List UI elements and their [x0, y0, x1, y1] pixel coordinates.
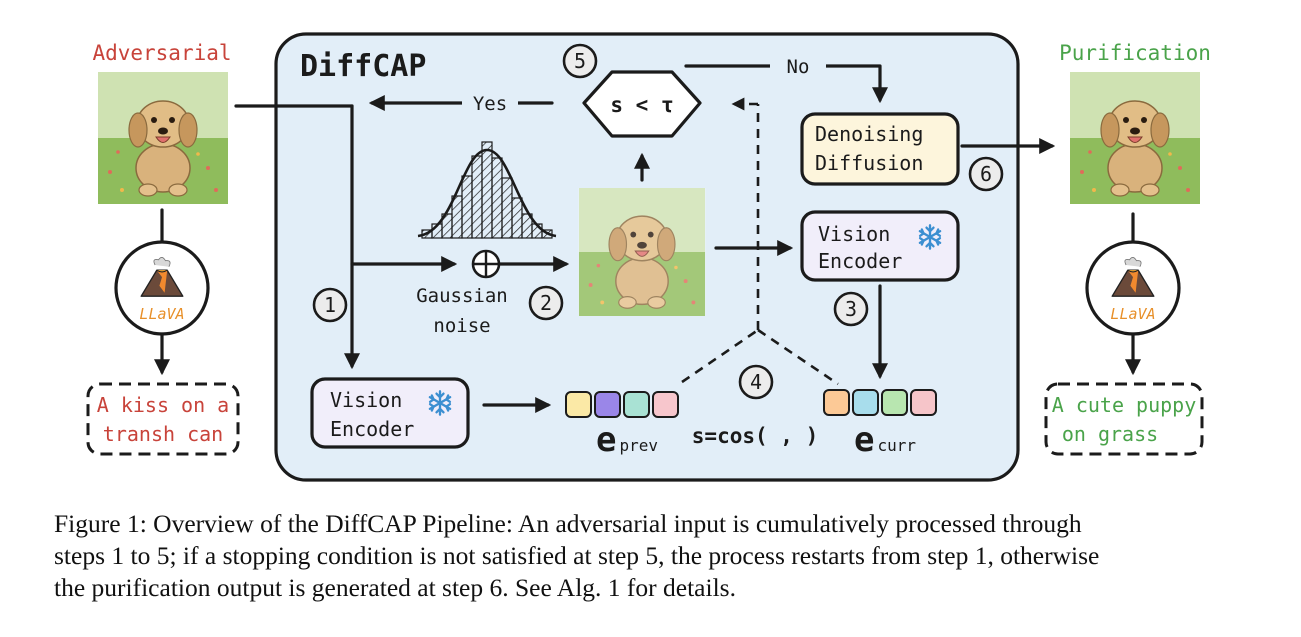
step-number: 1 [324, 293, 336, 317]
step-number: 6 [980, 162, 992, 186]
llava-label-left: LLaVA [139, 305, 184, 323]
noise-label-line1: Gaussian [416, 285, 508, 307]
encoder-previous-line2: Encoder [330, 417, 414, 441]
embedding-prev-block-4 [652, 391, 679, 418]
caption-line2: steps 1 to 5; if a stopping condition is… [54, 541, 1100, 570]
embedding-curr-block-3 [881, 389, 908, 416]
yes-label: Yes [473, 93, 507, 115]
adversarial-label: Adversarial [92, 41, 231, 65]
embedding-prev-block-1 [565, 391, 592, 418]
caption-line1: Figure 1: Overview of the DiffCAP Pipeli… [54, 509, 1082, 538]
panel-title: DiffCAP [300, 49, 426, 84]
llava-model-left: LLaVA [114, 240, 210, 336]
encoder-current-line1: Vision [818, 222, 890, 246]
decision-condition: s < τ [610, 93, 673, 117]
figure-caption: Figure 1: Overview of the DiffCAP Pipeli… [54, 508, 1254, 604]
step-number: 3 [845, 297, 857, 321]
step-number: 5 [574, 49, 586, 73]
e-prev-subscript: prev [619, 436, 658, 455]
denoising-diffusion-box [800, 112, 960, 186]
adversarial-caption-line1: A kiss on a [97, 393, 229, 417]
no-label: No [787, 56, 810, 78]
cosine-similarity: s=cos( , ) [692, 424, 818, 448]
llava-label-right: LLaVA [1110, 305, 1155, 323]
embedding-prev-block-3 [623, 391, 650, 418]
e-curr-subscript: curr [877, 436, 916, 455]
llava-model-right: LLaVA [1085, 240, 1181, 336]
adversarial-image [98, 72, 228, 204]
embedding-prev-blocks [565, 391, 679, 418]
encoder-current-line2: Encoder [818, 249, 902, 273]
adversarial-caption-line2: transh can [103, 422, 223, 446]
embedding-curr-block-1 [823, 389, 850, 416]
step-marker-6: 6 [968, 156, 1004, 192]
encoder-previous-line1: Vision [330, 388, 402, 412]
step-number: 4 [750, 370, 762, 394]
purified-caption-line1: A cute puppy [1052, 393, 1197, 417]
caption-line3: the purification output is generated at … [54, 573, 736, 602]
denoise-line2: Diffusion [815, 151, 923, 175]
decision-diamond: s < τ [582, 70, 702, 138]
step-markers: 1 2 3 4 5 6 [312, 43, 1004, 400]
purified-caption-box [1044, 382, 1204, 456]
adversarial-caption-box [86, 382, 240, 456]
purification-label: Purification [1059, 41, 1211, 65]
denoise-line1: Denoising [815, 122, 923, 146]
step-marker-2: 2 [528, 285, 564, 321]
step-number: 2 [540, 291, 552, 315]
embedding-prev-block-2 [594, 391, 621, 418]
embedding-curr-blocks [823, 389, 937, 416]
vision-encoder-previous [310, 377, 470, 449]
noisy-image [578, 188, 706, 316]
embedding-curr-block-2 [852, 389, 879, 416]
step-marker-4: 4 [738, 364, 774, 400]
step-marker-5: 5 [562, 43, 598, 79]
purified-image [1070, 72, 1200, 204]
gaussian-histogram [417, 141, 557, 239]
noise-label-line2: noise [433, 315, 490, 337]
purified-caption-line2: on grass [1062, 422, 1158, 446]
embedding-curr-block-4 [910, 389, 937, 416]
vision-encoder-current [800, 210, 960, 282]
step-marker-3: 3 [833, 291, 869, 327]
add-noise-operator [471, 249, 501, 279]
step-marker-1: 1 [312, 287, 348, 323]
